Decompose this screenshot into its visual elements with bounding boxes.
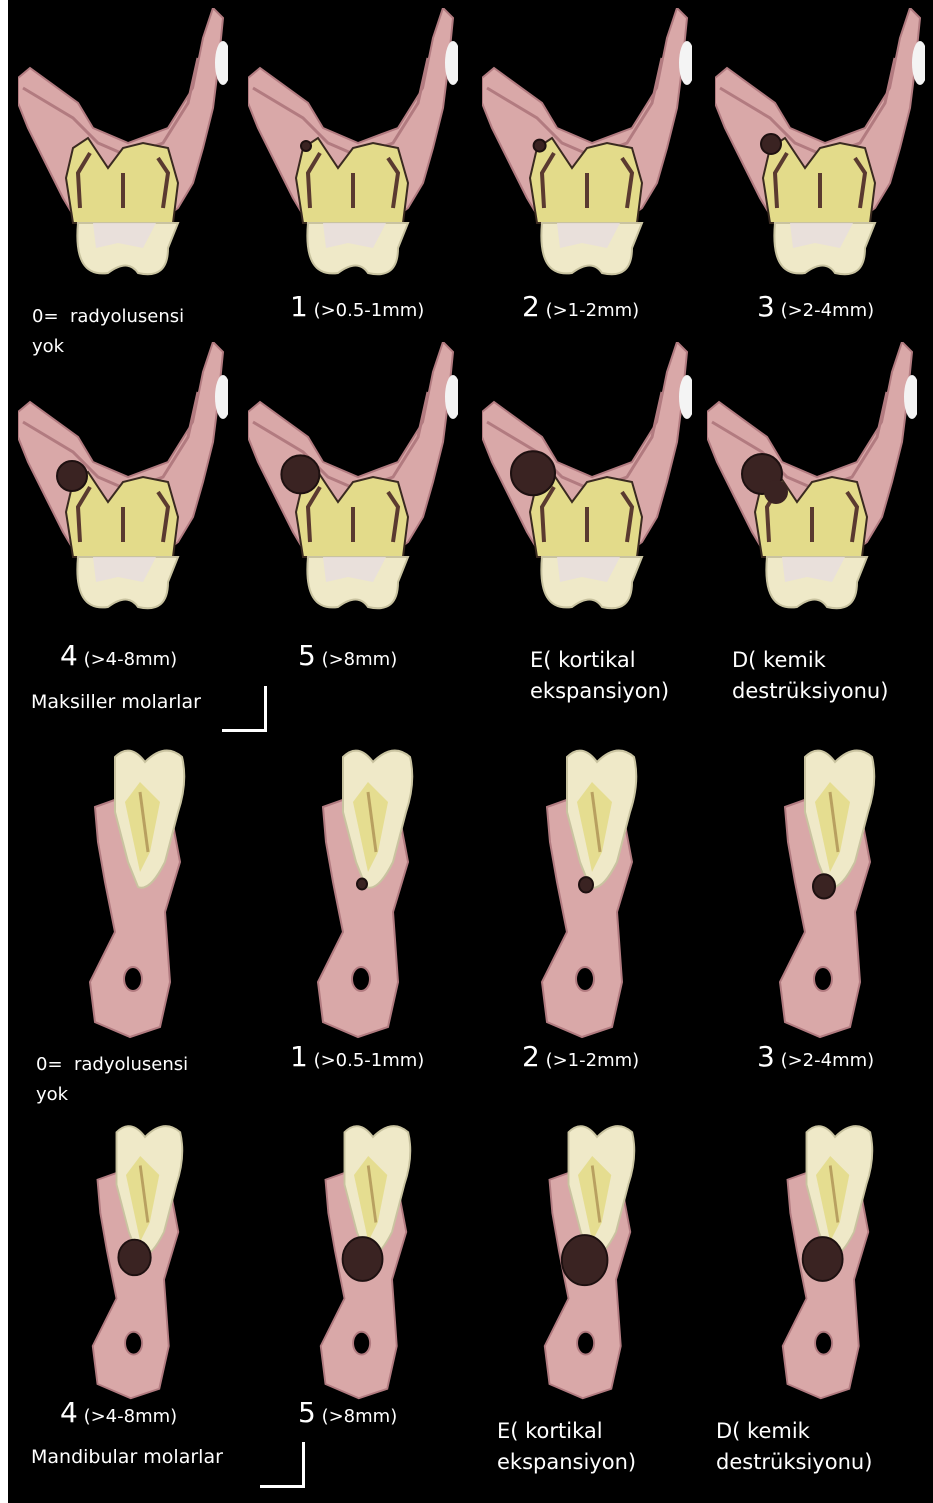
periapical-lesion [579,877,593,892]
periapical-lesion [803,1237,843,1281]
mandibular-illustration-2 [522,742,672,1042]
mandibular-label-3: 3 (>2-4mm) [757,1046,874,1072]
line1-text: E( kortikal [530,648,636,672]
mandibular-illustration-3 [760,742,910,1042]
periapical-lesion [343,1237,383,1281]
score-text: 1 [290,1040,308,1073]
periapical-lesion [761,134,781,154]
periapical-lesion [57,461,87,491]
mandibular-label-4: 4 (>4-8mm) [60,1402,177,1428]
periapical-lesion [301,141,311,151]
mandibular-canal [353,1332,370,1355]
maxillary-illustration-4 [18,342,228,627]
maxillary-illustration-3 [715,8,925,293]
periapical-lesion-extension [764,480,788,504]
maxillary-label-d: D( kemik destrüksiyonu) [732,645,888,707]
section-title-maxillary: Maksiller molarlar [31,691,201,713]
desc2-text: yok [36,1084,68,1105]
maxillary-label-5: 5 (>8mm) [298,645,397,671]
score-text: 4 [60,639,78,672]
maxillary-illustration-0 [18,8,228,293]
maxillary-illustration-1 [248,8,458,293]
score-text: 2 [522,1040,540,1073]
periapical-lesion [511,451,555,495]
mandibular-label-0: 0= radyolusensi yok [36,1050,188,1110]
line2-text: ekspansiyon) [497,1450,636,1474]
periapical-lesion [357,879,367,890]
score-text: 0= [36,1054,63,1075]
mandibular-canal [352,967,370,991]
scale-bracket [260,1442,305,1488]
desc-text: (>8mm) [322,1406,398,1427]
mandibular-illustration-1 [298,742,448,1042]
mandibular-illustration-4 [70,1118,220,1403]
mandibular-illustration-d [760,1118,910,1403]
desc-text: (>2-4mm) [781,300,875,321]
line2-text: ekspansiyon) [530,679,669,703]
line1-text: D( kemik [732,648,826,672]
mandibular-label-2: 2 (>1-2mm) [522,1046,639,1072]
scale-bracket [222,686,267,732]
line2-text: destrüksiyonu) [716,1450,872,1474]
periapical-lesion [534,140,546,152]
desc-text: (>1-2mm) [546,300,640,321]
mandibular-canal [125,1332,142,1355]
mandibular-canal [124,967,142,991]
score-text: 5 [298,1396,316,1429]
line2-text: destrüksiyonu) [732,679,888,703]
maxillary-illustration-e [482,342,692,627]
maxillary-illustration-5 [248,342,458,627]
periapical-lesion [281,455,319,493]
mandibular-illustration-e [522,1118,672,1403]
mandibular-label-e: E( kortikal ekspansiyon) [497,1416,636,1478]
desc-text: (>0.5-1mm) [314,1050,425,1071]
score-text: 3 [757,290,775,323]
mandibular-label-1: 1 (>0.5-1mm) [290,1046,424,1072]
desc-text: (>0.5-1mm) [314,300,425,321]
maxillary-label-4: 4 (>4-8mm) [60,645,177,671]
maxillary-illustration-2 [482,8,692,293]
mandibular-canal [577,1332,594,1355]
maxillary-label-1: 1 (>0.5-1mm) [290,296,424,322]
maxillary-label-e: E( kortikal ekspansiyon) [530,645,669,707]
desc-text: (>2-4mm) [781,1050,875,1071]
section-title-mandibular: Mandibular molarlar [31,1446,223,1468]
mandibular-illustration-5 [298,1118,448,1403]
maxillary-label-3: 3 (>2-4mm) [757,296,874,322]
line1-text: E( kortikal [497,1419,603,1443]
score-text: 4 [60,1396,78,1429]
score-text: 2 [522,290,540,323]
maxillary-illustration-d [707,342,917,627]
desc-text: radyolusensi [74,1054,188,1075]
mandibular-canal [576,967,594,991]
periapical-lesion [562,1235,608,1285]
score-text: 0= [32,306,59,327]
desc-text: radyolusensi [70,306,184,327]
score-text: 1 [290,290,308,323]
left-edge-strip [0,0,8,1503]
desc-text: (>4-8mm) [84,649,178,670]
score-text: 3 [757,1040,775,1073]
score-text: 5 [298,639,316,672]
maxillary-label-2: 2 (>1-2mm) [522,296,639,322]
mandibular-canal [814,967,832,991]
mandibular-label-5: 5 (>8mm) [298,1402,397,1428]
mandibular-illustration-0 [70,742,220,1042]
periapical-lesion [813,874,835,898]
mandibular-label-d: D( kemik destrüksiyonu) [716,1416,872,1478]
desc-text: (>8mm) [322,649,398,670]
line1-text: D( kemik [716,1419,810,1443]
periapical-lesion [118,1240,150,1276]
desc-text: (>1-2mm) [546,1050,640,1071]
mandibular-canal [815,1332,832,1355]
desc-text: (>4-8mm) [84,1406,178,1427]
